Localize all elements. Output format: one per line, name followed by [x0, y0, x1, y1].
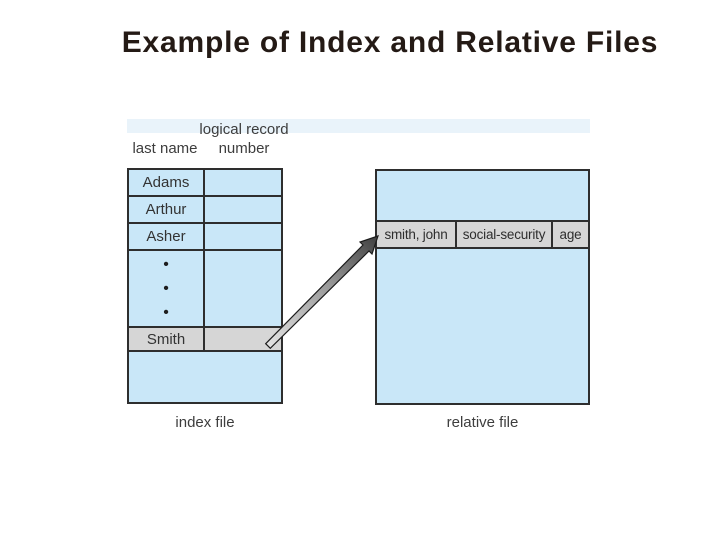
- index-row-pointer-cell: [205, 224, 281, 249]
- figure-top-strip: [127, 119, 590, 133]
- index-row-pointer-cell: [205, 197, 281, 222]
- column-header-number: number: [218, 140, 270, 157]
- record-cell-social-security: social-security: [457, 222, 553, 247]
- index-row-name-arthur: Arthur: [129, 197, 205, 222]
- record-row-smith-john: smith, john social-security age: [377, 222, 588, 249]
- record-cell-age: age: [559, 227, 582, 242]
- index-file-table: Adams Arthur Asher • • •: [127, 168, 283, 404]
- slide-title: Example of Index and Relative Files: [121, 26, 659, 59]
- table-row-ellipsis: • • •: [129, 251, 281, 328]
- caption-index-file: index file: [175, 414, 235, 431]
- index-row-name-asher: Asher: [129, 224, 205, 249]
- column-header-last-name: last name: [132, 140, 198, 157]
- vertical-ellipsis-icon: • • •: [163, 255, 169, 321]
- index-row-name-adams: Adams: [129, 170, 205, 195]
- table-row: Arthur: [129, 197, 281, 224]
- table-row-empty: [129, 352, 281, 402]
- relative-file-empty-block: [377, 249, 588, 403]
- index-row-pointer-cell: [205, 170, 281, 195]
- relative-file-empty-block: [377, 171, 588, 222]
- index-row-pointer-cell-smith: [205, 328, 281, 350]
- table-row: Asher: [129, 224, 281, 251]
- relative-file-table: smith, john social-security age: [375, 169, 590, 405]
- table-row-highlighted: Smith: [129, 328, 281, 352]
- record-cell-name: smith, john: [377, 222, 457, 247]
- table-row: Adams: [129, 170, 281, 197]
- index-row-name-smith: Smith: [129, 328, 205, 350]
- caption-relative-file: relative file: [446, 414, 519, 431]
- column-header-logical-record: logical record: [199, 121, 289, 138]
- index-row-pointer-cell: [205, 251, 281, 326]
- ellipsis-cell: • • •: [129, 251, 205, 326]
